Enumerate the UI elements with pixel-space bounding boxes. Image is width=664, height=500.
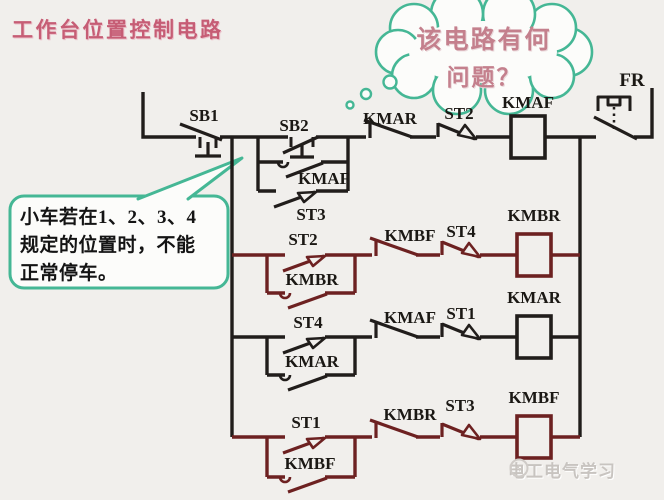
watermark: 电工电气学习 bbox=[508, 457, 616, 482]
component-label-sb2: SB2 bbox=[279, 116, 308, 135]
limit-switch-arrow-st2-nc bbox=[456, 123, 478, 141]
thermal-bracket-notch-fr bbox=[606, 97, 622, 107]
callout-line1: 小车若在1、2、3、4 bbox=[20, 207, 197, 228]
thought-cloud-body bbox=[409, 21, 557, 83]
coil-label-kmaf-coil: KMAF bbox=[502, 93, 554, 112]
component-label-kmbr-nc: KMBR bbox=[384, 405, 438, 424]
limit-switch-arrow-st3-nc bbox=[460, 423, 482, 441]
thought-bubble-text: 该电路有何 问题？ bbox=[396, 20, 572, 92]
contact-hook-kmar-aux bbox=[278, 374, 292, 382]
limit-switch-arrow-st2-no bbox=[305, 254, 327, 268]
component-label-kmbr-aux: KMBR bbox=[286, 270, 340, 289]
contact-blade-kmbf-aux bbox=[287, 476, 328, 494]
limit-switch-arrow-st4-no bbox=[305, 336, 327, 350]
contact-seat-sb1 bbox=[198, 137, 218, 148]
watermark-text: 电工电气学习 bbox=[508, 462, 616, 481]
limit-switch-arrow-st1-no bbox=[305, 436, 327, 450]
component-label-kmaf-nc: KMAF bbox=[384, 308, 436, 327]
coil-label-kmbf-coil: KMBF bbox=[509, 388, 560, 407]
thermal-bracket-fr bbox=[596, 95, 632, 111]
contact-hook-kmaf-aux bbox=[276, 161, 290, 169]
page-title: 工作台位置控制电路 bbox=[12, 19, 224, 42]
limit-switch-arrow-st4-nc bbox=[460, 241, 482, 259]
pushbutton-plunger-sb2 bbox=[290, 145, 314, 159]
coil-kmaf-coil bbox=[509, 114, 547, 160]
contact-blade-kmbr-nc bbox=[369, 418, 419, 439]
component-label-kmbf-aux: KMBF bbox=[285, 454, 336, 473]
wire bbox=[634, 88, 654, 139]
callout-bubble bbox=[8, 194, 230, 290]
component-label-st4-nc: ST4 bbox=[446, 222, 476, 241]
thought-bubble-line1: 该电路有何 bbox=[416, 27, 552, 54]
component-label-kmar-aux: KMAR bbox=[285, 352, 340, 371]
callout-bubble-text: 小车若在1、2、3、4 规定的位置时，不能 正常停车。 bbox=[20, 204, 220, 288]
pushbutton-plunger-sb1 bbox=[195, 142, 221, 158]
callout-line3: 正常停车。 bbox=[20, 263, 118, 284]
component-label-kmar-nc: KMAR bbox=[363, 109, 418, 128]
component-label-kmbf-nc: KMBF bbox=[385, 226, 436, 245]
thought-cloud-trail-dot bbox=[345, 100, 355, 110]
contact-blade-kmbr-aux bbox=[287, 292, 328, 310]
component-label-st2-nc: ST2 bbox=[444, 104, 473, 123]
contact-blade-kmaf-aux bbox=[285, 161, 324, 179]
contact-blade-kmar-nc bbox=[363, 118, 413, 139]
coil-label-kmbr-coil: KMBR bbox=[508, 206, 562, 225]
contact-hook-kmbf-aux bbox=[278, 476, 292, 484]
wire bbox=[141, 92, 196, 139]
limit-switch-arrow-st1-nc bbox=[460, 323, 482, 341]
thought-bubble-line2: 问题？ bbox=[446, 65, 522, 90]
limit-switch-arrow-st3-aux bbox=[296, 190, 318, 204]
component-label-st1-nc: ST1 bbox=[446, 304, 475, 323]
component-label-st3-aux: ST3 bbox=[296, 205, 325, 224]
contact-blade-kmaf-nc bbox=[369, 318, 419, 339]
callout-line2: 规定的位置时，不能 bbox=[20, 235, 196, 256]
callout-bubble-tail bbox=[136, 156, 244, 201]
thermal-contact-blade-fr bbox=[593, 115, 638, 141]
component-label-st3-nc: ST3 bbox=[445, 396, 474, 415]
contact-seat-sb2 bbox=[289, 137, 315, 147]
coil-kmbr-coil bbox=[515, 232, 553, 278]
component-label-st2-no: ST2 bbox=[288, 230, 317, 249]
component-label-st1-no: ST1 bbox=[291, 413, 320, 432]
coil-kmbf-coil bbox=[515, 414, 553, 460]
coil-kmar-coil bbox=[515, 314, 553, 360]
contact-blade-kmar-aux bbox=[287, 374, 328, 392]
contact-hook-kmbr-aux bbox=[278, 292, 292, 300]
component-label-sb1: SB1 bbox=[189, 106, 218, 125]
component-label-st4-no: ST4 bbox=[293, 313, 323, 332]
component-label-fr: FR bbox=[619, 70, 645, 91]
thought-cloud-trail-dot bbox=[359, 87, 373, 101]
thought-cloud-trail-dot bbox=[382, 74, 398, 90]
contact-blade-kmbf-nc bbox=[369, 236, 419, 257]
component-label-kmaf-aux: KMAF bbox=[298, 169, 350, 188]
sparkle-circle-icon bbox=[509, 458, 529, 478]
coil-label-kmar-coil: KMAR bbox=[507, 288, 562, 307]
